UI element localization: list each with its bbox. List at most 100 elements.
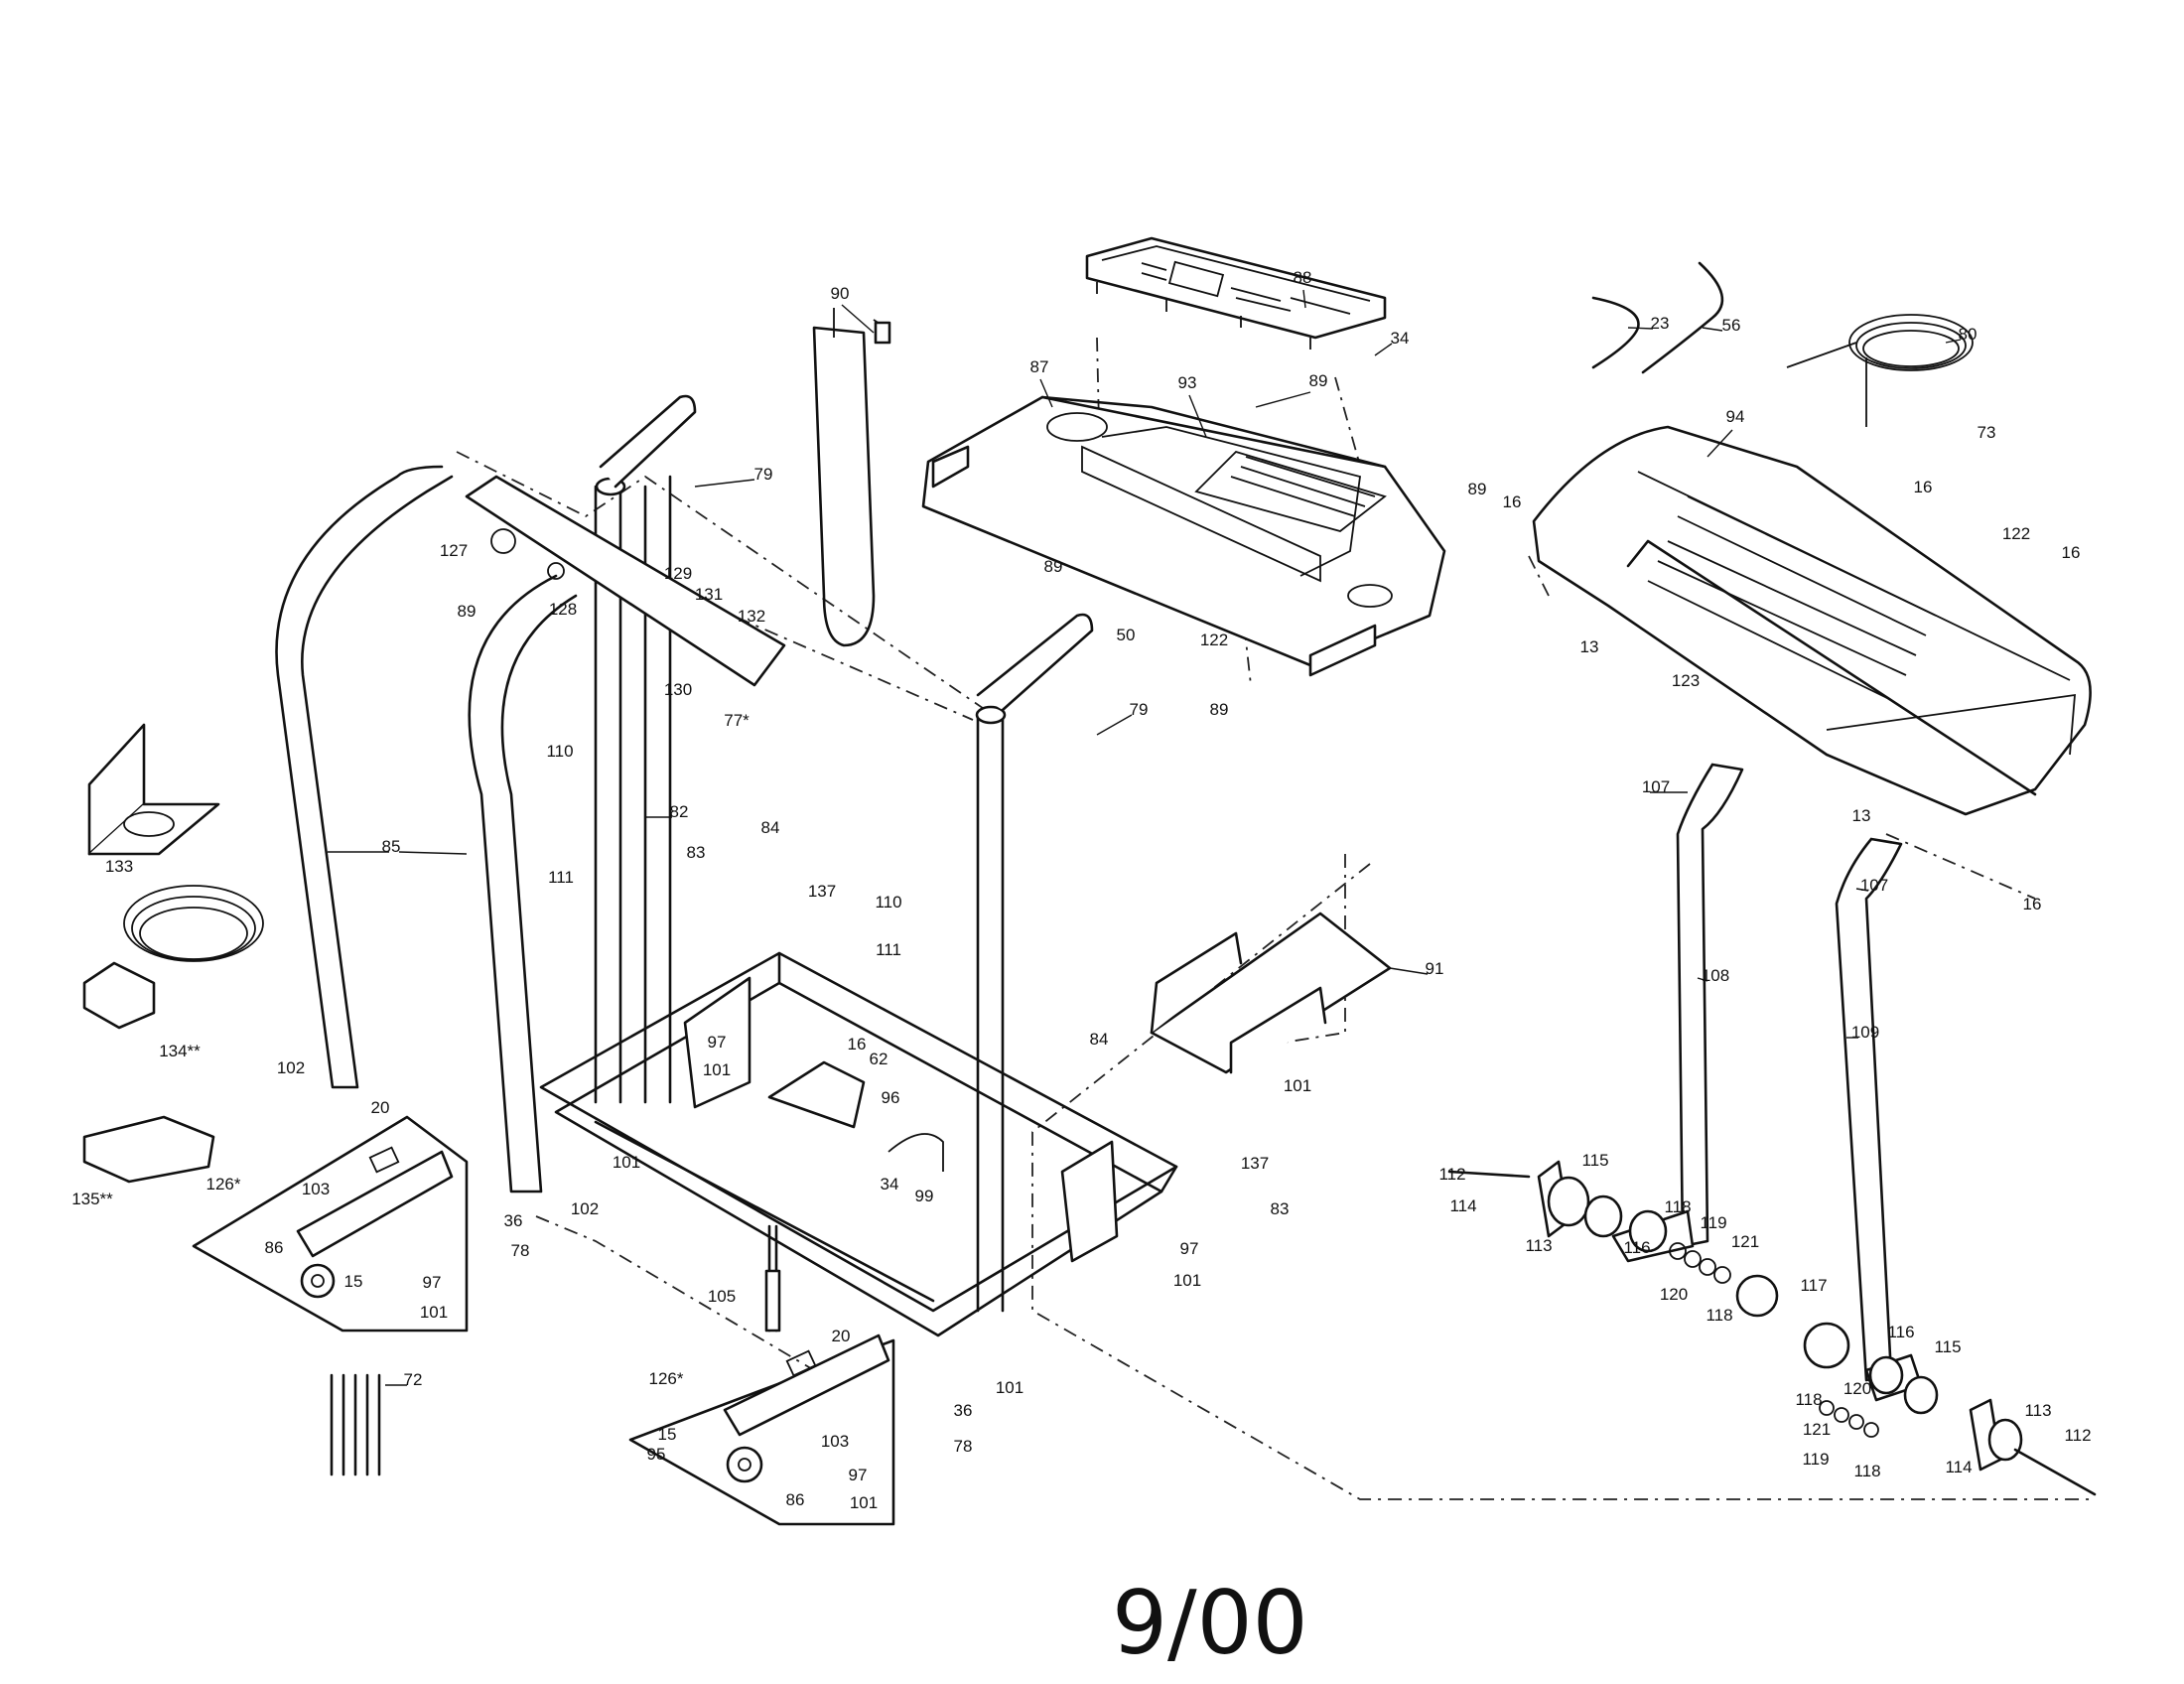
part-label-l56: 56 — [1722, 316, 1741, 335]
part-label-l20b: 20 — [832, 1327, 851, 1345]
belt-90 — [812, 308, 891, 647]
part-label-l113b: 113 — [2024, 1401, 2051, 1420]
part-label-l83b: 83 — [1271, 1199, 1290, 1218]
part-label-l84a: 84 — [761, 818, 780, 837]
part-label-l122b: 122 — [1200, 631, 1228, 649]
part-label-l16d: 16 — [2023, 895, 2042, 913]
part-label-l97c: 97 — [1180, 1239, 1199, 1258]
part-label-l84b: 84 — [1090, 1030, 1109, 1049]
part-label-l112a: 112 — [1438, 1165, 1465, 1184]
wheel-assembly-right — [628, 1333, 895, 1526]
rear-post-108 — [1611, 763, 1744, 1263]
part-label-l133: 133 — [105, 857, 133, 876]
part-label-l13a: 13 — [1580, 637, 1599, 656]
part-label-l134: 134** — [159, 1042, 201, 1060]
part-label-l91: 91 — [1426, 959, 1444, 978]
part-label-l88: 88 — [1294, 268, 1312, 287]
part-label-l118b: 118 — [1706, 1306, 1732, 1325]
footer-date-code: 9/00 — [1112, 1572, 1308, 1674]
part-label-l103b: 103 — [821, 1432, 849, 1451]
part-label-l102b: 102 — [571, 1199, 599, 1218]
tray-91 — [1150, 912, 1392, 1074]
part-label-l101c: 101 — [613, 1153, 640, 1172]
part-label-l101f: 101 — [996, 1378, 1024, 1397]
part-label-l97d: 97 — [849, 1466, 868, 1484]
part-label-l118c: 118 — [1795, 1390, 1822, 1409]
part-label-l109: 109 — [1851, 1023, 1879, 1042]
console-base-87 — [921, 395, 1446, 677]
part-label-l89b: 89 — [1468, 480, 1487, 498]
assembly-guide-lines — [456, 337, 2095, 1500]
part-label-l115b: 115 — [1934, 1337, 1961, 1356]
part-label-l132: 132 — [738, 607, 765, 626]
part-label-l122a: 122 — [2002, 524, 2030, 543]
part-label-l79a: 79 — [754, 465, 773, 484]
part-label-l103a: 103 — [302, 1180, 330, 1198]
part-label-l36a: 36 — [504, 1211, 523, 1230]
part-label-l119b: 119 — [1802, 1450, 1829, 1469]
part-label-l129: 129 — [664, 564, 692, 583]
part-label-l96: 96 — [882, 1088, 900, 1107]
part-label-l127: 127 — [440, 541, 468, 560]
part-label-l130: 130 — [664, 680, 692, 699]
part-label-l116a: 116 — [1623, 1238, 1650, 1257]
shock-105 — [764, 1224, 781, 1333]
part-label-l107a: 107 — [1642, 777, 1670, 796]
plate-96 — [767, 1060, 944, 1172]
part-label-l121a: 121 — [1731, 1232, 1759, 1251]
part-label-l128: 128 — [549, 600, 577, 619]
part-label-l120b: 120 — [1843, 1379, 1871, 1398]
part-label-l112b: 112 — [2064, 1426, 2091, 1445]
part-label-l16e: 16 — [848, 1035, 867, 1053]
part-label-l137b: 137 — [1241, 1154, 1269, 1173]
part-label-l50: 50 — [1117, 626, 1136, 644]
part-label-l16b: 16 — [1914, 478, 1933, 496]
part-label-l105: 105 — [708, 1287, 736, 1306]
rear-post-109 — [1835, 837, 1923, 1402]
part-label-l115a: 115 — [1581, 1151, 1608, 1170]
motor-hood-94 — [1532, 425, 2092, 816]
part-label-l95: 95 — [647, 1445, 666, 1464]
part-label-l101a: 101 — [703, 1060, 731, 1079]
part-label-l118a: 118 — [1664, 1197, 1691, 1216]
part-label-l126b: 126* — [649, 1369, 684, 1388]
part-label-l114a: 114 — [1449, 1196, 1476, 1215]
part-label-l80: 80 — [1959, 325, 1978, 344]
part-label-l116b: 116 — [1887, 1323, 1914, 1341]
part-label-l114b: 114 — [1945, 1458, 1972, 1476]
base-frame — [539, 951, 1178, 1337]
part-label-l86a: 86 — [265, 1238, 284, 1257]
part-label-l119a: 119 — [1700, 1213, 1726, 1232]
part-label-l110b: 110 — [875, 893, 901, 912]
handrail-85 — [275, 465, 578, 1193]
part-label-l101d: 101 — [420, 1303, 448, 1322]
part-label-l135: 135** — [71, 1190, 113, 1208]
rear-foot-parts — [1447, 1160, 2097, 1496]
part-label-l121b: 121 — [1803, 1420, 1831, 1439]
part-label-l82: 82 — [670, 802, 689, 821]
part-label-l87: 87 — [1030, 357, 1049, 376]
part-label-l126a: 126* — [206, 1175, 241, 1193]
part-label-l123: 123 — [1672, 671, 1700, 690]
console-bracket-77 — [465, 475, 786, 687]
tie-wraps-72 — [330, 1373, 381, 1476]
part-label-l62: 62 — [870, 1050, 888, 1068]
part-label-l79b: 79 — [1130, 700, 1149, 719]
part-label-l101b: 101 — [1284, 1076, 1311, 1095]
part-label-l97b: 97 — [423, 1273, 442, 1292]
console-top-88 — [1085, 236, 1387, 350]
part-label-l94: 94 — [1726, 407, 1745, 426]
part-label-l16a: 16 — [1503, 492, 1522, 511]
part-label-l101e: 101 — [1173, 1271, 1201, 1290]
part-label-l90: 90 — [831, 284, 850, 303]
part-label-l111b: 111 — [876, 940, 901, 959]
part-label-l97a: 97 — [708, 1033, 727, 1052]
part-label-l83a: 83 — [687, 843, 706, 862]
part-label-l86b: 86 — [786, 1490, 805, 1509]
part-label-l102a: 102 — [277, 1058, 305, 1077]
part-label-l20a: 20 — [371, 1098, 390, 1117]
part-label-l101g: 101 — [850, 1493, 878, 1512]
part-label-l89d: 89 — [1210, 700, 1229, 719]
part-label-l77: 77* — [724, 711, 750, 730]
